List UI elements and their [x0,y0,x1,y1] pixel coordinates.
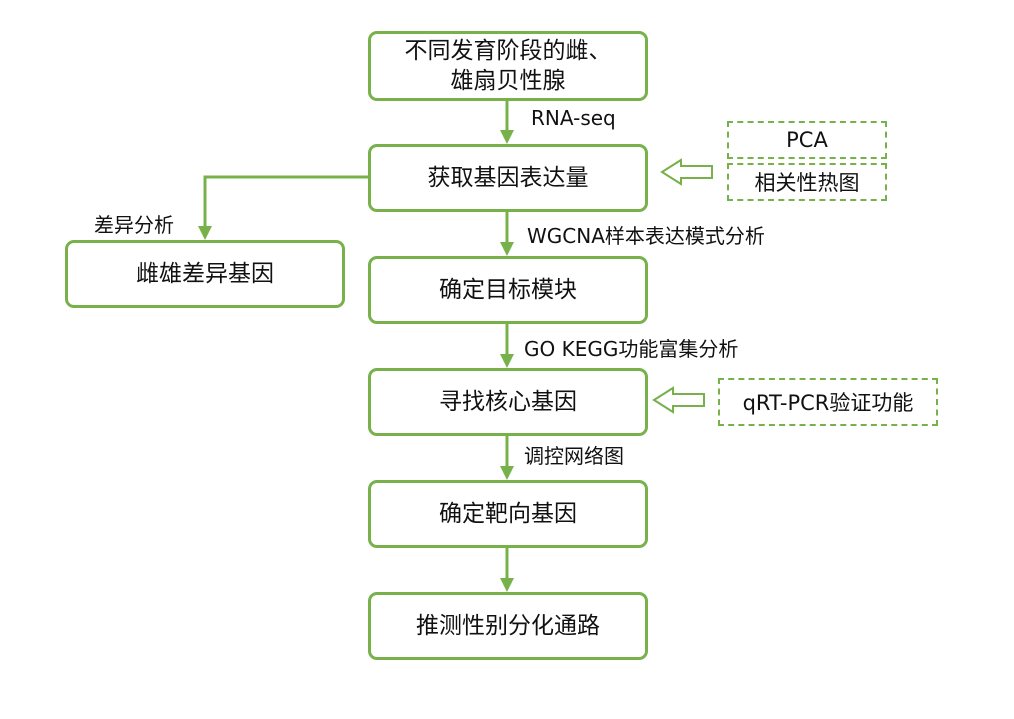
enrichment-label: GO KEGG功能富集分析 [524,337,739,361]
dimorphic-genes-box: 雌雄差异基因 [65,240,345,308]
heatmap-box: 相关性热图 [727,163,887,201]
qpcr-box: qRT-PCR验证功能 [718,378,938,426]
hub-gene-box: 寻找核心基因 [368,368,648,436]
pca-box: PCA [727,121,887,159]
hollow-arrow-to-expression [660,158,713,186]
arrow-expression-to-dimorphic [203,175,368,228]
rnaseq-label: RNA-seq [531,106,616,130]
sample-label-line2: 雄扇贝性腺 [450,68,566,94]
pathway-box: 推测性别分化通路 [368,592,648,660]
target-gene-box: 确定靶向基因 [368,480,648,548]
module-box: 确定目标模块 [368,256,648,324]
expression-box: 获取基因表达量 [368,144,648,212]
hollow-arrow-to-hub [652,386,705,414]
wgcna-label: WGCNA样本表达模式分析 [527,224,765,248]
sample-label-line1: 不同发育阶段的雌、 [404,38,612,64]
diff-analysis-label: 差异分析 [94,213,174,237]
sample-box: 不同发育阶段的雌、 雄扇贝性腺 [368,31,648,101]
network-label: 调控网络图 [524,444,624,468]
